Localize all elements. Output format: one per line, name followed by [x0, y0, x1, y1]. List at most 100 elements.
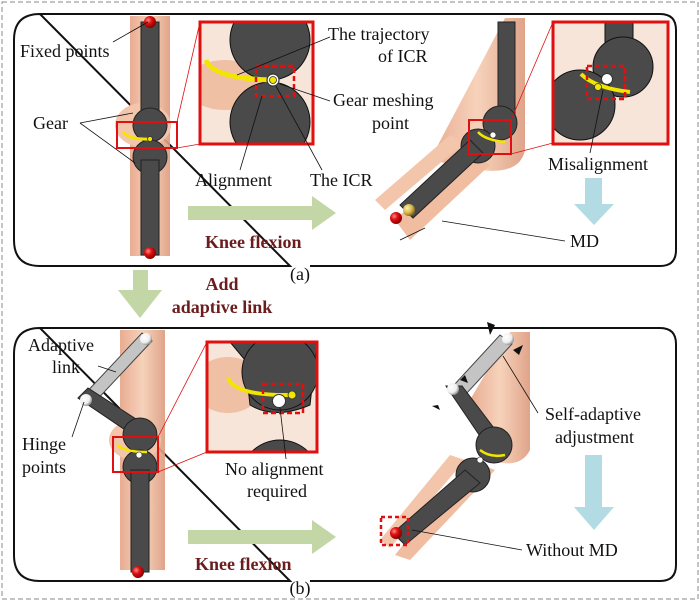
inset-frame [198, 20, 315, 146]
self-adjust-arrow [574, 455, 614, 530]
dashed-box [261, 382, 305, 415]
icr-point [476, 456, 484, 464]
zoom-connector [157, 451, 208, 473]
zoom-connector [176, 21, 201, 123]
icr-point [135, 451, 143, 459]
inset-frame [551, 20, 670, 146]
zoom-connector [510, 21, 554, 121]
label-fixed-points: Fixed points [20, 41, 110, 61]
upper-gear [122, 417, 158, 453]
bent-leg-b [379, 322, 530, 560]
fixed-point [132, 566, 144, 578]
rotation-arrow-icon [432, 405, 440, 410]
icr-trajectory [121, 130, 151, 141]
rotation-arrow-icon [487, 322, 495, 335]
label-self-adaptive-2: adjustment [555, 427, 634, 447]
label-gear: Gear [33, 113, 68, 133]
zoom-connector [176, 143, 201, 149]
leader-line [97, 365, 117, 373]
icr-point [601, 73, 613, 85]
label-misalignment: Misalignment [548, 154, 648, 174]
leader-line [112, 21, 149, 43]
knee-flexion-label-b: Knee flexion [195, 554, 292, 574]
panel-a-caption: (a) [290, 264, 310, 285]
icr-point [147, 136, 153, 142]
zoom-region-box [468, 119, 512, 155]
label-no-alignment-2: required [247, 481, 307, 501]
lower-link [130, 469, 150, 573]
add-adaptive-link-arrow [118, 270, 162, 318]
label-adaptive-1: Adaptive [28, 335, 94, 355]
label-trajectory-2: of ICR [378, 46, 428, 66]
label-without-md: Without MD [526, 540, 618, 560]
label-meshing-2: point [372, 113, 409, 133]
dashed-box [585, 64, 627, 101]
bent-leg-a [375, 18, 525, 241]
icr-point [272, 394, 286, 408]
zoom-inset-no-alignment [205, 340, 319, 454]
transition-label-2: adaptive link [172, 297, 273, 317]
panel-b-caption: (b) [290, 578, 311, 599]
zoom-region-box [116, 121, 178, 149]
icr-trajectory [479, 448, 506, 458]
meshing-point [594, 83, 602, 91]
lower-link [399, 139, 484, 219]
leader-line [441, 220, 566, 242]
lower-link [140, 159, 160, 256]
gear-center-point [403, 204, 415, 216]
leader-line [71, 401, 85, 438]
leader-line [279, 407, 287, 460]
leader-line [502, 355, 539, 414]
icr-trajectory [477, 131, 506, 144]
label-meshing-1: Gear meshing [333, 90, 433, 110]
leader-line [79, 112, 134, 124]
zoom-connector [510, 142, 554, 155]
md-dimension [399, 227, 426, 241]
knee-flexion-arrow [188, 520, 336, 554]
hinge-point [140, 333, 152, 345]
icr-point [489, 131, 497, 139]
fixed-point [390, 527, 402, 539]
panel-a-frame [13, 12, 677, 267]
leader-line [589, 89, 604, 154]
label-hinge-2: points [22, 457, 66, 477]
label-trajectory-1: The trajectory [328, 24, 429, 44]
label-icr: The ICR [310, 170, 373, 190]
meshing-point [287, 390, 297, 400]
zoom-inset-misalignment [551, 20, 670, 146]
leader-line [236, 36, 331, 76]
knee-flexion-arrow [188, 196, 336, 230]
label-hinge-1: Hinge [22, 434, 66, 454]
panel-b-frame [13, 326, 677, 582]
straight-leg-a [115, 16, 178, 259]
label-no-alignment-1: No alignment [225, 459, 323, 479]
label-alignment: Alignment [195, 170, 272, 190]
upper-link [140, 21, 160, 123]
leader-line [411, 529, 523, 551]
inset-frame [205, 340, 319, 454]
straight-leg-b [77, 330, 165, 578]
label-md: MD [570, 231, 599, 251]
hinge-point [447, 383, 459, 395]
label-self-adaptive-1: Self-adaptive [545, 404, 641, 424]
leader-line [79, 122, 136, 164]
leader-line [239, 95, 263, 171]
misalignment-arrow [574, 178, 614, 225]
rotation-arrow-icon [460, 375, 468, 383]
fixed-point-top [144, 16, 156, 28]
hinge-point [502, 333, 514, 345]
zoom-inset-alignment [198, 20, 315, 146]
zoom-connector [157, 341, 208, 438]
rotation-arrow-icon [513, 345, 523, 355]
transition-label-1: Add [205, 274, 238, 294]
meshing-point [269, 76, 277, 84]
zoom-region-box [112, 436, 159, 473]
leader-line [275, 85, 323, 171]
dashed-box [254, 64, 296, 98]
icr-trajectory [116, 444, 148, 454]
label-adaptive-2: link [52, 357, 80, 377]
hinge-point [80, 394, 92, 406]
leader-line [279, 83, 331, 102]
